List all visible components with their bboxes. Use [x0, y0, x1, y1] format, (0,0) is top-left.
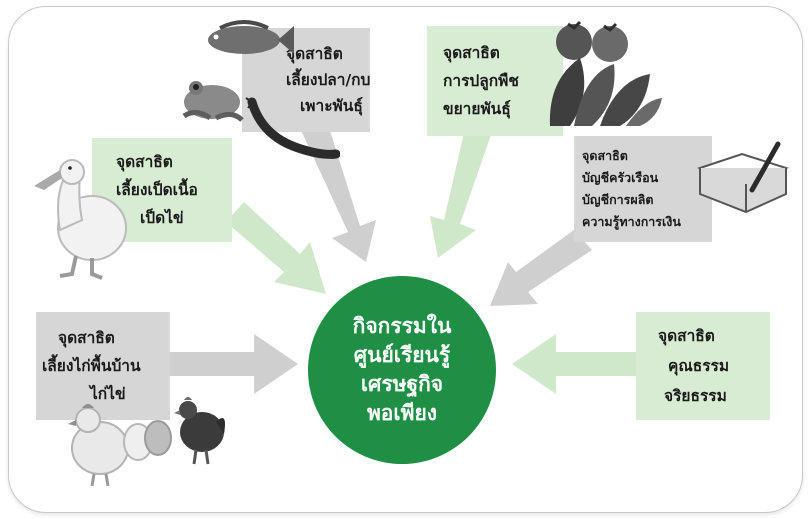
- station-accounting-line-3: บัญชีการผลิต: [582, 192, 654, 207]
- station-fish-frog-line-2: เลี้ยงปลา/กบ: [286, 71, 371, 89]
- station-ethics-line-3: จริยธรรม: [664, 387, 727, 405]
- center-line-2: ศูนย์เรียนรู้: [353, 343, 451, 367]
- duck-icon: [34, 159, 127, 280]
- station-plants-line-2: การปลูกพืช: [443, 72, 519, 90]
- station-fish-frog-line-1: จุดสาธิต: [286, 45, 343, 63]
- arrow-chicken-to-center: [170, 334, 298, 394]
- arrow-plants-to-center: [430, 124, 492, 258]
- station-plants-line-1: จุดสาธิต: [443, 44, 500, 62]
- notebook-pen-icon: [696, 141, 789, 214]
- station-chicken-line-1: จุดสาธิต: [58, 329, 115, 347]
- station-accounting-line-1: จุดสาธิต: [582, 148, 628, 163]
- arrow-accounting-to-center: [490, 230, 592, 306]
- station-chicken-line-3: ไก่ไข่: [90, 385, 126, 403]
- arrow-duck-to-center: [226, 202, 326, 294]
- station-accounting: จุดสาธิต บัญชีครัวเรือน บัญชีการผลิต ควา…: [574, 136, 712, 242]
- station-duck-line-2: เลี้ยงเป็ดเนื้อ: [116, 181, 198, 199]
- frog-icon: [182, 81, 244, 122]
- station-fish-frog: จุดสาธิต เลี้ยงปลา/กบ เพาะพันธุ์: [242, 28, 370, 132]
- station-ethics-line-1: จุดสาธิต: [658, 327, 715, 345]
- catfish-icon: [245, 97, 340, 159]
- station-chicken: จุดสาธิต เลี้ยงไก่พื้นบ้าน ไก่ไข่: [36, 312, 170, 420]
- center-line-3: เศรษฐกิจ: [360, 372, 444, 396]
- station-duck-line-1: จุดสาธิต: [116, 153, 173, 171]
- station-fish-frog-line-3: เพาะพันธุ์: [300, 97, 363, 115]
- station-plants-line-3: ขยายพันธุ์: [443, 100, 511, 118]
- fish-icon: [208, 20, 294, 54]
- center-line-4: พอเพียง: [366, 401, 438, 425]
- station-duck-line-3: เป็ดไข่: [140, 209, 184, 227]
- station-plants: จุดสาธิต การปลูกพืช ขยายพันธุ์: [427, 26, 563, 136]
- station-accounting-line-4: ความรู้ทางการเงิน: [582, 214, 681, 229]
- rooster-icon: [174, 397, 225, 465]
- center-line-1: กิจกรรมใน: [352, 314, 452, 338]
- center-activity-circle: กิจกรรมใน ศูนย์เรียนรู้ เศรษฐกิจ พอเพียง: [308, 276, 496, 464]
- eggs-icon: [123, 420, 172, 461]
- tomato-icon: [556, 20, 628, 62]
- arrow-ethics-to-center: [512, 334, 636, 394]
- station-accounting-line-2: บัญชีครัวเรือน: [582, 170, 659, 185]
- station-chicken-line-2: เลี้ยงไก่พื้นบ้าน: [42, 357, 141, 375]
- station-ethics-line-2: คุณธรรม: [668, 357, 730, 375]
- leafy-vegetables-icon: [549, 58, 662, 126]
- station-ethics: จุดสาธิต คุณธรรม จริยธรรม: [636, 312, 770, 420]
